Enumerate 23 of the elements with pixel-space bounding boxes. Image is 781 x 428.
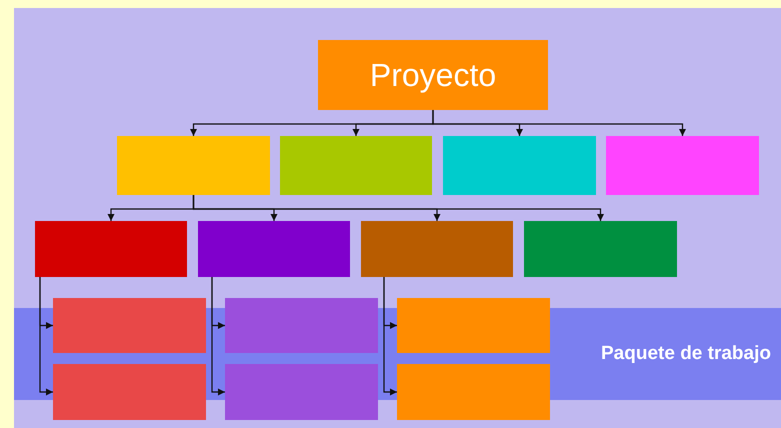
empty-box (280, 136, 432, 195)
empty-box (397, 364, 550, 420)
arrow (39, 277, 53, 396)
empty-box (397, 298, 550, 353)
band (550, 308, 781, 400)
arrow (192, 195, 604, 221)
empty-box (443, 136, 596, 195)
empty-box (53, 364, 206, 420)
arrow (432, 110, 686, 136)
empty-box (524, 221, 677, 277)
empty-box (35, 221, 187, 277)
empty-box (361, 221, 513, 277)
node-label: Proyecto (370, 56, 496, 94)
empty-box (117, 136, 270, 195)
band-label: Paquete de trabajo (601, 343, 771, 365)
empty-box (606, 136, 759, 195)
empty-box (225, 364, 378, 420)
arrow (211, 277, 225, 396)
process-box (318, 40, 548, 110)
empty-box (198, 221, 350, 277)
empty-box (225, 298, 378, 353)
empty-box (53, 298, 206, 353)
arrow (383, 277, 397, 396)
